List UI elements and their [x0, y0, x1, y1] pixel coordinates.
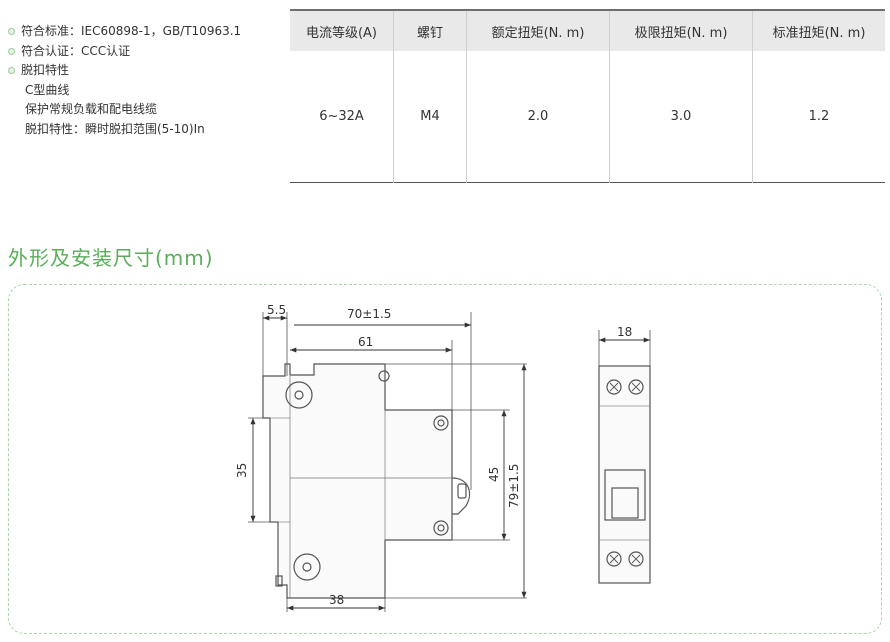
- dim-label-18: 18: [617, 325, 632, 339]
- col-header-standard-torque: 标准扭矩(N. m): [752, 10, 885, 51]
- spec-curve: C型曲线: [25, 82, 70, 97]
- col-header-screw: 螺钉: [393, 10, 467, 51]
- table-row: 6~32A M4 2.0 3.0 1.2: [290, 51, 885, 183]
- dim-label-70: 70±1.5: [347, 307, 391, 321]
- cell-rated-torque: 2.0: [466, 51, 610, 183]
- spec-list: 符合标准：IEC60898-1，GB/T10963.1 符合认证：CCC认证 脱…: [8, 22, 241, 139]
- dim-label-35: 35: [235, 463, 249, 478]
- cell-current: 6~32A: [319, 109, 364, 124]
- spec-protection: 保护常规负载和配电线缆: [25, 102, 158, 116]
- front-screw-bottom-left: [606, 551, 622, 567]
- front-screw-top-right: [628, 379, 644, 395]
- cell-standard-torque: 1.2: [752, 51, 885, 183]
- front-toggle-handle: [611, 487, 639, 519]
- section-title: 外形及安装尺寸(mm): [8, 246, 214, 270]
- dim-label-5-5: 5.5: [267, 303, 286, 317]
- spec-standard: 符合标准：IEC60898-1，GB/T10963.1: [8, 22, 241, 42]
- terminal-screw-bottom: [293, 553, 321, 581]
- dim-label-61: 61: [358, 335, 373, 349]
- dim-label-79: 79±1.5: [507, 464, 521, 508]
- small-screw-upper: [433, 415, 449, 431]
- spec-trip-title: 脱扣特性: [8, 61, 241, 81]
- small-screw-top: [378, 370, 390, 382]
- dim-label-38: 38: [329, 593, 344, 607]
- small-screw-lower: [433, 520, 449, 536]
- col-header-limit-torque: 极限扭矩(N. m): [609, 10, 753, 51]
- bullet-icon: [8, 28, 15, 36]
- col-header-rated-torque: 额定扭矩(N. m): [466, 10, 610, 51]
- breaker-side-view: [262, 363, 471, 599]
- cell-screw: M4: [393, 51, 467, 183]
- torque-spec-table: 电流等级(A) 螺钉 额定扭矩(N. m) 极限扭矩(N. m) 标准扭矩(N.…: [290, 9, 885, 183]
- breaker-front-view: [598, 365, 651, 584]
- breaker-outline: [262, 363, 453, 599]
- dim-label-45: 45: [487, 467, 501, 482]
- front-screw-bottom-right: [628, 551, 644, 567]
- spec-trip-range: 脱扣特性：瞬时脱扣范围(5-10)In: [25, 121, 205, 136]
- dimension-lines: [248, 312, 651, 612]
- front-screw-top-left: [606, 379, 622, 395]
- toggle-lever: [451, 477, 471, 515]
- diagram-frame: [8, 284, 882, 634]
- front-toggle-housing: [604, 469, 646, 521]
- bullet-icon: [8, 67, 15, 75]
- table-header-row: 电流等级(A) 螺钉 额定扭矩(N. m) 极限扭矩(N. m) 标准扭矩(N.…: [290, 10, 885, 51]
- bullet-icon: [8, 47, 15, 55]
- cell-limit-torque: 3.0: [609, 51, 753, 183]
- terminal-screw-top: [285, 381, 313, 409]
- col-header-current: 电流等级(A): [290, 10, 394, 51]
- spec-certification: 符合认证：CCC认证: [8, 42, 241, 62]
